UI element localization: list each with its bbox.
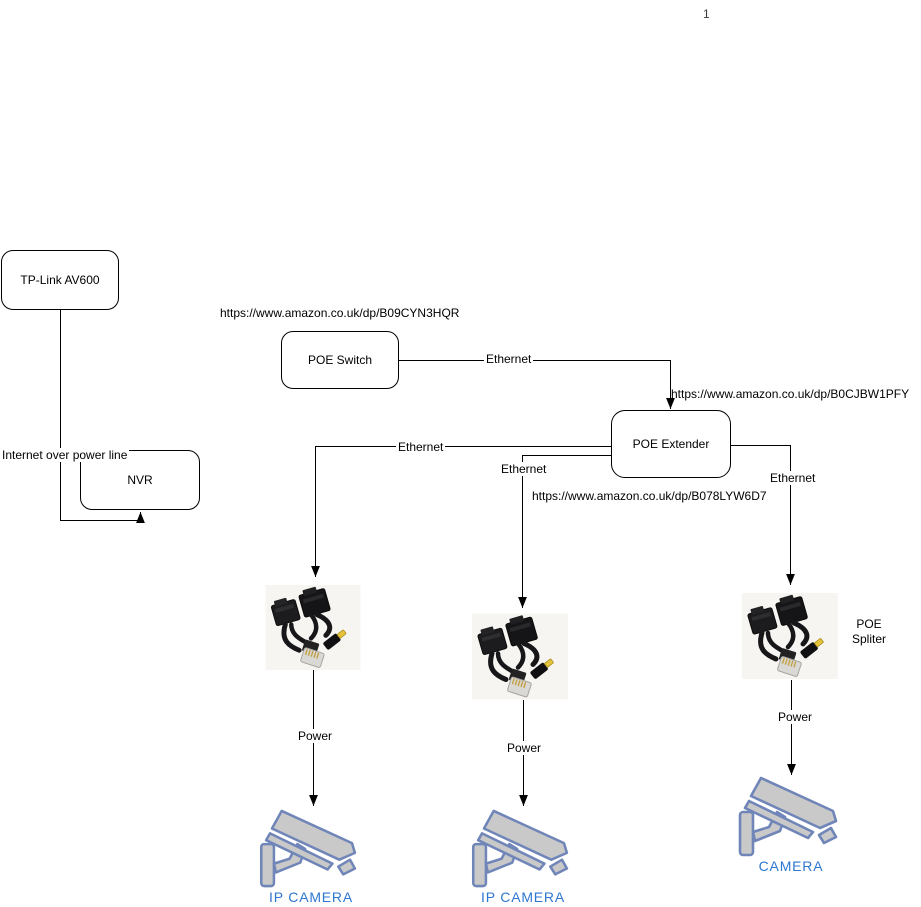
label-power-camera2: Power: [505, 741, 544, 755]
label-poe-splitter-line2: Spliter: [851, 632, 886, 646]
edge-extender-to-splitter1: [311, 446, 611, 577]
cctv-camera-icon-1: [256, 808, 366, 888]
poe-splitter-image-1: [265, 585, 361, 670]
label-internet-over-power-line: Internet over power line: [0, 448, 130, 462]
edge-extender-to-splitter3: [731, 445, 795, 585]
label-url-poe-extender: https://www.amazon.co.uk/dp/B0CJBW1PFY: [671, 387, 910, 401]
camera-label-3: CAMERA: [758, 858, 824, 874]
page-number: 1: [703, 7, 710, 21]
edge-switch-to-extender: [399, 360, 675, 409]
label-url-poe-splitter: https://www.amazon.co.uk/dp/B078LYW6D7: [532, 489, 767, 503]
node-poe-switch: POE Switch: [281, 331, 399, 389]
label-ethernet-splitter1: Ethernet: [396, 440, 446, 454]
label-url-poe-switch: https://www.amazon.co.uk/dp/B09CYN3HQR: [220, 306, 460, 320]
node-tplink-av600: TP-Link AV600: [1, 250, 119, 310]
node-poe-switch-label: POE Switch: [307, 353, 373, 367]
label-poe-splitter: POE Spliter: [840, 617, 898, 647]
label-ethernet-switch-extender: Ethernet: [484, 352, 534, 366]
edge-extender-to-splitter2: [518, 455, 611, 608]
label-poe-splitter-line1: POE: [856, 617, 882, 631]
cctv-camera-icon-3: [736, 775, 846, 857]
cctv-camera-icon-2: [468, 808, 578, 888]
label-power-camera3: Power: [776, 710, 815, 724]
label-ethernet-splitter3: Ethernet: [768, 471, 818, 485]
node-nvr-label: NVR: [127, 473, 153, 487]
node-poe-extender-label: POE Extender: [632, 437, 710, 451]
label-power-camera1: Power: [296, 729, 335, 743]
node-tplink-label: TP-Link AV600: [20, 273, 100, 287]
poe-splitter-image-3: [742, 592, 838, 680]
label-ethernet-splitter2: Ethernet: [499, 462, 549, 476]
node-poe-extender: POE Extender: [611, 410, 731, 478]
camera-label-1: IP CAMERA: [269, 889, 353, 905]
camera-label-2: IP CAMERA: [481, 889, 565, 905]
poe-splitter-image-2: [472, 613, 568, 700]
